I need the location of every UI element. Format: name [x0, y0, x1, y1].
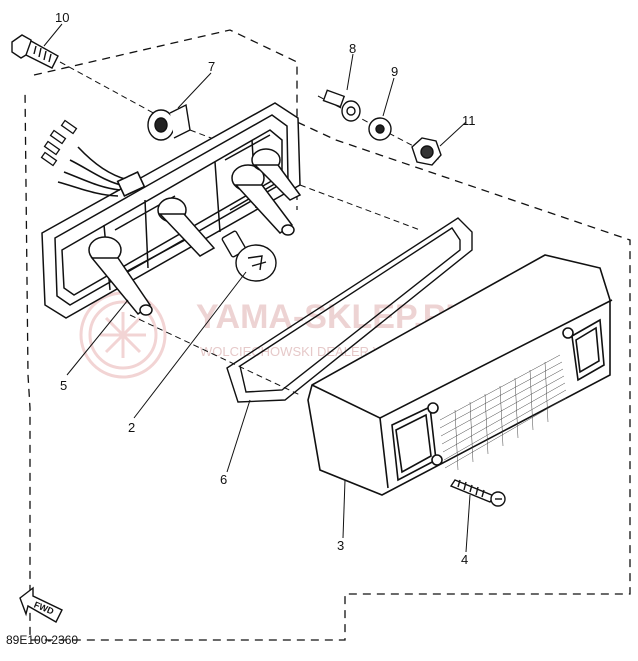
callout-10: 10 — [55, 10, 69, 25]
socket-left — [88, 236, 153, 316]
socket-center — [157, 197, 216, 257]
callout-7: 7 — [208, 59, 215, 74]
socket-right — [231, 148, 302, 236]
wiring-harness — [57, 146, 146, 197]
part-7-grommet — [147, 103, 191, 141]
part-2-bulb — [221, 230, 277, 282]
part-3-lens — [307, 254, 613, 496]
callout-4: 4 — [461, 552, 468, 567]
part-11-nut — [411, 137, 442, 166]
fwd-arrow: FWD — [19, 586, 63, 623]
part-8-collar — [322, 89, 361, 122]
callout-3: 3 — [337, 538, 344, 553]
drawing-code: 89E100-2360 — [6, 633, 78, 647]
wire-connectors — [40, 119, 78, 167]
callout-5: 5 — [60, 378, 67, 393]
assembly-boundary — [24, 29, 631, 641]
lens-texture — [439, 354, 567, 471]
callout-6: 6 — [220, 472, 227, 487]
callout-labels: 10 7 8 9 11 5 2 6 3 4 — [55, 10, 476, 567]
part-5-housing — [41, 102, 302, 319]
callout-9: 9 — [391, 64, 398, 79]
part-10-bolt — [11, 34, 59, 69]
callout-11: 11 — [462, 113, 476, 128]
callout-leaders — [43, 23, 471, 553]
callout-8: 8 — [349, 41, 356, 56]
callout-2: 2 — [128, 420, 135, 435]
part-6-gasket — [226, 217, 473, 403]
part-9-washer — [368, 117, 392, 141]
part-4-screw — [449, 479, 506, 507]
